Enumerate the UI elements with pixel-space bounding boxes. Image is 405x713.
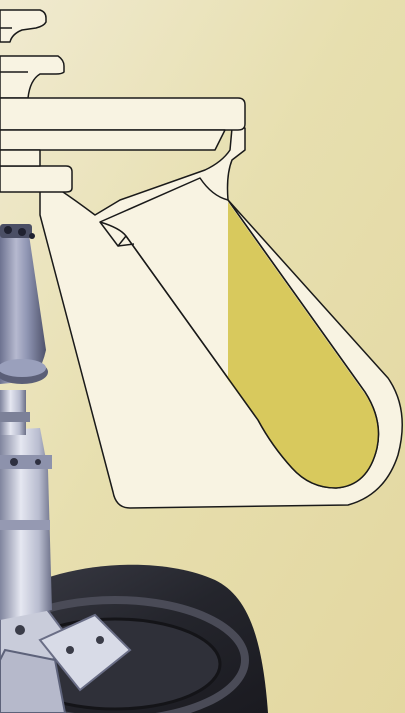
flange-plate-5 (0, 166, 72, 192)
flange-plate-3 (0, 98, 245, 130)
clamp-right (0, 650, 65, 713)
housing-bolt (10, 458, 18, 466)
flange-plate-6 (0, 150, 40, 166)
flange-plate-4 (0, 130, 225, 150)
